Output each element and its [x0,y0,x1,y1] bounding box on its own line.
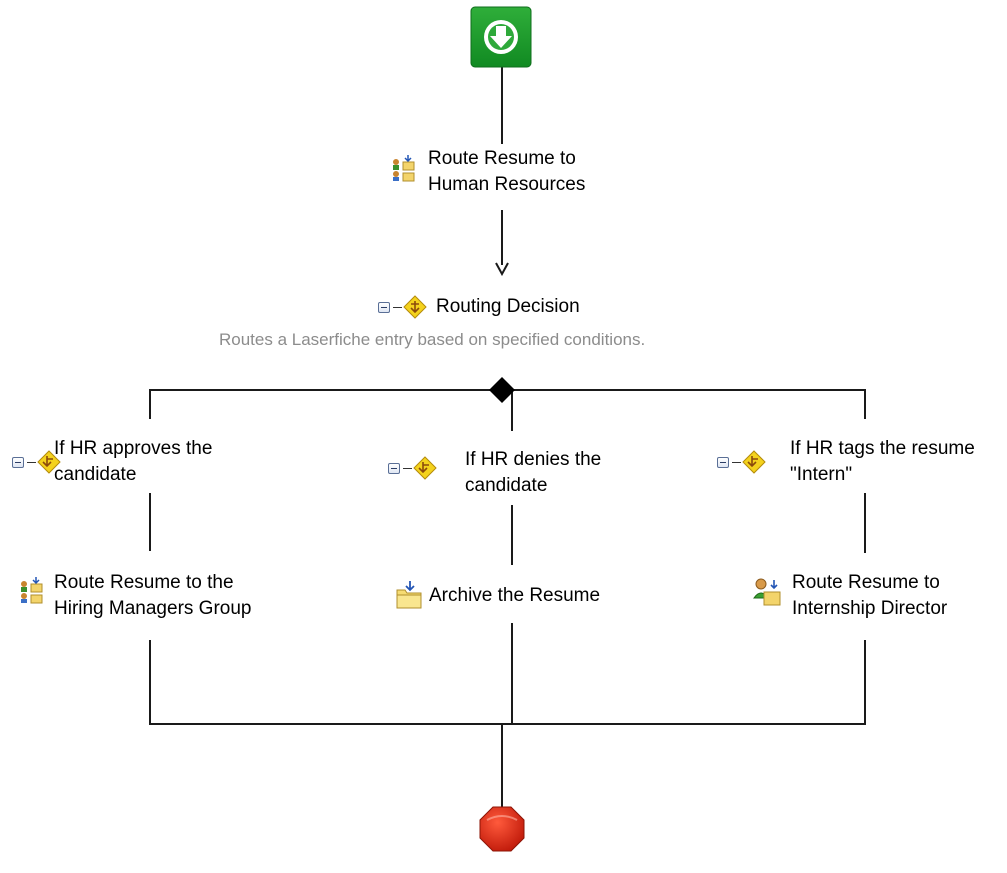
branch3-condition-line1: If HR tags the resume [790,438,975,459]
branch2-condition-line1: If HR denies the [465,449,602,470]
arrow-head-1 [495,262,509,276]
split-diamond [489,377,515,403]
branch1-condition-line1: If HR approves the [54,438,213,459]
condition-branch-3[interactable]: If HR tags the resume "Intern" [717,436,997,492]
routing-decision-description: Routes a Laserfiche entry based on speci… [219,330,646,349]
branch1-activity-line1: Route Resume to the [54,572,234,593]
start-arrow-icon [470,6,532,68]
branch2-condition-line2: candidate [465,475,548,496]
branch3-condition-line2: "Intern" [790,464,853,485]
toggle-connector [27,462,36,463]
activity-route-hiring-managers[interactable]: Route Resume to the Hiring Managers Grou… [18,570,288,626]
collapse-toggle[interactable] [12,457,24,468]
activity-route-hr[interactable]: Route Resume to Human Resources [390,146,620,202]
connector-start-to-route [501,64,503,144]
branch3-bottom [864,640,866,724]
branch3-link [864,493,866,553]
branch1-condition-line2: candidate [54,464,137,485]
branch3-activity-line2: Internship Director [792,598,948,619]
branch2-bottom [511,623,513,724]
condition-diamond-icon [413,456,437,480]
condition-branch-1[interactable]: If HR approves the candidate [12,436,292,492]
branch1-activity-line2: Hiring Managers Group [54,598,252,619]
connector-merge-to-end [501,723,503,809]
routing-decision[interactable]: Routing Decision [376,294,636,322]
condition-branch-2[interactable]: If HR denies the candidate [388,447,648,503]
stop-octagon-icon [479,806,525,852]
collapse-toggle[interactable] [388,463,400,474]
branch2-activity-line1: Archive the Resume [429,585,601,606]
condition-diamond-icon [742,450,766,474]
decision-diamond-icon [403,295,427,319]
end-node[interactable] [479,806,525,852]
split-right-drop [864,389,866,419]
toggle-connector [403,468,412,469]
split-left-drop [149,389,151,419]
branch1-link [149,493,151,551]
toggle-connector [393,307,402,308]
branch3-activity-line1: Route Resume to [792,572,940,593]
route-entry-icon [21,577,43,604]
route-hr-label-line1: Route Resume to [428,148,576,169]
toggle-connector [732,462,741,463]
connector-route-to-decision [501,210,503,265]
merge-bar [149,723,866,725]
route-hr-label-line2: Human Resources [428,174,586,195]
folder-move-icon [396,581,422,609]
route-entry-icon [393,155,415,182]
collapse-toggle[interactable] [378,302,390,313]
condition-diamond-icon [37,450,61,474]
activity-archive-resume[interactable]: Archive the Resume [395,580,635,616]
branch2-link [511,505,513,565]
collapse-toggle[interactable] [717,457,729,468]
split-mid-drop [511,389,513,431]
start-node[interactable] [470,6,532,68]
branch1-bottom [149,640,151,724]
activity-route-internship[interactable]: Route Resume to Internship Director [752,570,992,626]
user-route-icon [753,578,781,606]
routing-decision-label: Routing Decision [436,296,580,317]
